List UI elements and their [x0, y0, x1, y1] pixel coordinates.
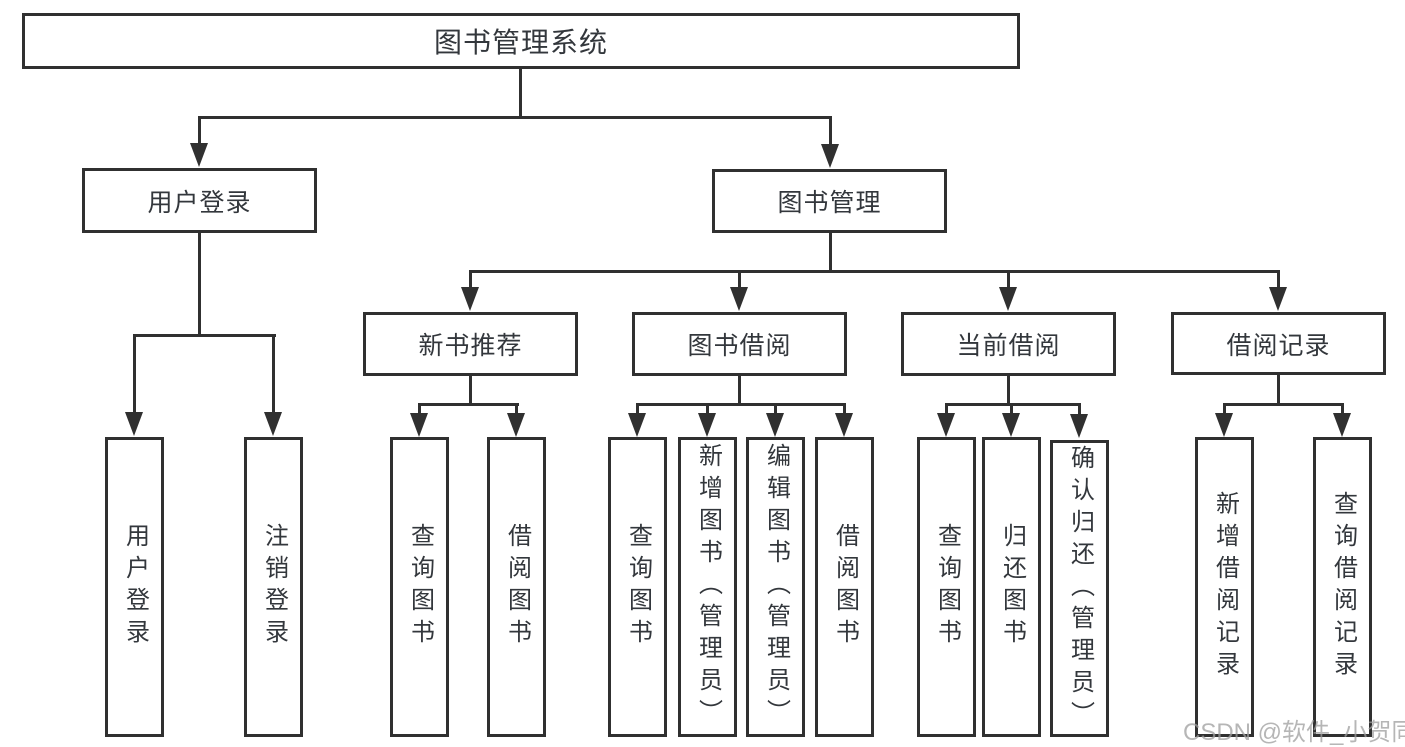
leaf-cb-confirm-return-admin: 确认归还（管理员） [1050, 440, 1109, 737]
leaf-bb-query-book-label: 查询图书 [624, 523, 652, 651]
arrowhead-cb-return [1002, 413, 1020, 437]
node-current-borrow: 当前借阅 [901, 312, 1116, 376]
arrowhead-new-book-recommend [461, 287, 479, 311]
node-book-management-label: 图书管理 [777, 189, 882, 217]
node-root-label: 图书管理系统 [433, 27, 608, 58]
connector-book-management-split [469, 270, 1280, 273]
leaf-br-add-record-label: 新增借阅记录 [1211, 491, 1239, 683]
leaf-cb-return-book-label: 归还图书 [998, 523, 1026, 651]
connector-root-stem [519, 68, 522, 119]
connector-drop-nbr-borrow [515, 403, 518, 417]
connector-drop-bb-edit [774, 403, 777, 417]
arrowhead-br-query [1333, 413, 1351, 437]
leaf-logout-label: 注销登录 [260, 523, 288, 651]
arrowhead-bb-query [628, 413, 646, 437]
node-book-borrow-label: 图书借阅 [687, 332, 792, 360]
leaf-nbr-borrow-book: 借阅图书 [487, 437, 546, 737]
connector-drop-br-query [1341, 403, 1344, 417]
arrowhead-bb-edit [766, 413, 784, 437]
arrowhead-bb-add [698, 413, 716, 437]
connector-nbr-stem [469, 376, 472, 405]
connector-root-split [198, 116, 832, 119]
connector-cb-stem [1007, 375, 1010, 405]
connector-drop-bb-query [636, 403, 639, 417]
leaf-user-login-label: 用户登录 [121, 523, 149, 651]
leaf-br-query-record-label: 查询借阅记录 [1329, 491, 1357, 683]
leaf-nbr-query-book-label: 查询图书 [406, 523, 434, 651]
connector-drop-cb-return [1010, 403, 1013, 417]
leaf-bb-add-book-admin-label: 新增图书（管理员） [694, 443, 722, 731]
connector-drop-book-borrow [738, 270, 741, 290]
arrowhead-leaf-logout [264, 412, 282, 436]
connector-drop-leaf-logout [272, 334, 275, 414]
connector-drop-bb-borrow [843, 403, 846, 417]
arrowhead-book-management [821, 144, 839, 168]
connector-nbr-split [418, 403, 519, 406]
node-book-borrow: 图书借阅 [632, 312, 847, 376]
leaf-cb-query-book: 查询图书 [917, 437, 976, 737]
leaf-bb-edit-book-admin: 编辑图书（管理员） [746, 437, 805, 737]
leaf-bb-edit-book-admin-label: 编辑图书（管理员） [762, 443, 790, 731]
node-new-book-recommend-label: 新书推荐 [418, 332, 523, 360]
connector-drop-borrow-record [1277, 270, 1280, 290]
leaf-cb-return-book: 归还图书 [982, 437, 1041, 737]
leaf-br-add-record: 新增借阅记录 [1195, 437, 1254, 737]
arrowhead-cb-query [937, 413, 955, 437]
node-root: 图书管理系统 [22, 13, 1020, 69]
leaf-nbr-query-book: 查询图书 [390, 437, 449, 737]
connector-drop-user-login [198, 116, 201, 146]
leaf-bb-borrow-book-label: 借阅图书 [831, 523, 859, 651]
arrowhead-nbr-borrow [507, 413, 525, 437]
arrowhead-user-login [190, 143, 208, 167]
arrowhead-borrow-record [1269, 287, 1287, 311]
node-borrow-record: 借阅记录 [1171, 312, 1386, 375]
leaf-cb-query-book-label: 查询图书 [933, 523, 961, 651]
node-book-management: 图书管理 [712, 169, 947, 233]
leaf-br-query-record: 查询借阅记录 [1313, 437, 1372, 737]
connector-drop-nbr-query [418, 403, 421, 417]
connector-br-stem [1277, 375, 1280, 405]
connector-cb-split [945, 403, 1081, 406]
leaf-logout: 注销登录 [244, 437, 303, 737]
connector-drop-book-management [829, 116, 832, 146]
leaf-nbr-borrow-book-label: 借阅图书 [503, 523, 531, 651]
connector-drop-current-borrow [1007, 270, 1010, 290]
connector-bb-split [636, 403, 846, 406]
connector-bb-stem [738, 376, 741, 405]
arrowhead-book-borrow [730, 287, 748, 311]
connector-drop-br-add [1223, 403, 1226, 417]
leaf-bb-add-book-admin: 新增图书（管理员） [678, 437, 737, 737]
arrowhead-br-add [1215, 413, 1233, 437]
connector-user-login-split [133, 334, 276, 337]
connector-br-split [1223, 403, 1344, 406]
leaf-bb-borrow-book: 借阅图书 [815, 437, 874, 737]
arrowhead-cb-confirm [1070, 414, 1088, 438]
arrowhead-bb-borrow [835, 413, 853, 437]
leaf-bb-query-book: 查询图书 [608, 437, 667, 737]
connector-drop-leaf-user-login [133, 334, 136, 414]
connector-book-management-stem [829, 233, 832, 272]
node-new-book-recommend: 新书推荐 [363, 312, 578, 376]
watermark: CSDN @软件_小贺同学 [1183, 719, 1405, 746]
leaf-user-login: 用户登录 [105, 437, 164, 737]
connector-drop-cb-confirm [1078, 403, 1081, 417]
arrowhead-current-borrow [999, 287, 1017, 311]
connector-drop-new-book-recommend [469, 270, 472, 290]
node-current-borrow-label: 当前借阅 [956, 332, 1061, 360]
connector-drop-bb-add [706, 403, 709, 417]
node-user-login-label: 用户登录 [147, 188, 252, 217]
connector-drop-cb-query [945, 403, 948, 417]
leaf-cb-confirm-return-admin-label: 确认归还（管理员） [1066, 444, 1094, 733]
node-borrow-record-label: 借阅记录 [1226, 331, 1331, 360]
arrowhead-leaf-user-login [125, 412, 143, 436]
node-user-login: 用户登录 [82, 168, 317, 233]
connector-user-login-stem [198, 232, 201, 336]
arrowhead-nbr-query [410, 413, 428, 437]
